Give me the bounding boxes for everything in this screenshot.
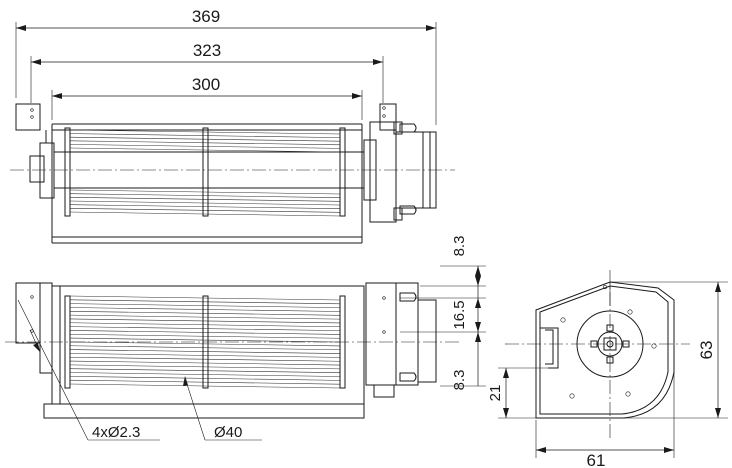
motor-assembly-top: [363, 103, 437, 223]
offset-top-label: 8.3: [451, 236, 468, 257]
hole-callout: 4xØ2.3: [17, 299, 160, 441]
diameter-callout: Ø40: [183, 376, 262, 441]
hole-spacing-label: 16.5: [451, 300, 468, 329]
housing-width-label: 61: [587, 451, 606, 468]
top-view: 369 323 300: [10, 7, 455, 244]
front-view: 4xØ2.3 Ø40 8.3 16.5 8.3: [5, 236, 486, 441]
housing-height-label: 63: [697, 341, 716, 360]
impeller-frame-front: [43, 285, 365, 419]
left-bracket: [15, 103, 41, 131]
impeller-blades-front: [69, 295, 341, 389]
dimension-369-label: 369: [192, 7, 220, 26]
dimension-323-label: 323: [193, 41, 221, 60]
impeller-blades-upper: [69, 129, 341, 153]
vertical-dimensions: 8.3 16.5 8.3: [400, 236, 486, 391]
dimension-323: 323: [30, 41, 384, 103]
motor-hub: [576, 310, 644, 378]
height-dimension: 63: [610, 281, 728, 419]
dimension-369: 369: [15, 7, 437, 125]
impeller-diameter-label: Ø40: [214, 424, 242, 441]
impeller-frame-top: [51, 123, 365, 244]
left-bracket-front: [15, 282, 41, 344]
outlet-height-label: 21: [487, 385, 504, 402]
dimension-300-label: 300: [192, 75, 220, 94]
side-view: 21 63 61: [487, 270, 728, 468]
motor-assembly-front: [365, 282, 437, 398]
impeller-blades-lower: [69, 189, 341, 217]
outlet-dimension: 21: [487, 367, 548, 419]
dimension-300: 300: [51, 75, 363, 120]
offset-bottom-label: 8.3: [451, 370, 468, 391]
right-bracket: [379, 103, 397, 131]
mounting-holes-label: 4xØ2.3: [92, 424, 140, 441]
width-dimension: 61: [535, 372, 675, 468]
